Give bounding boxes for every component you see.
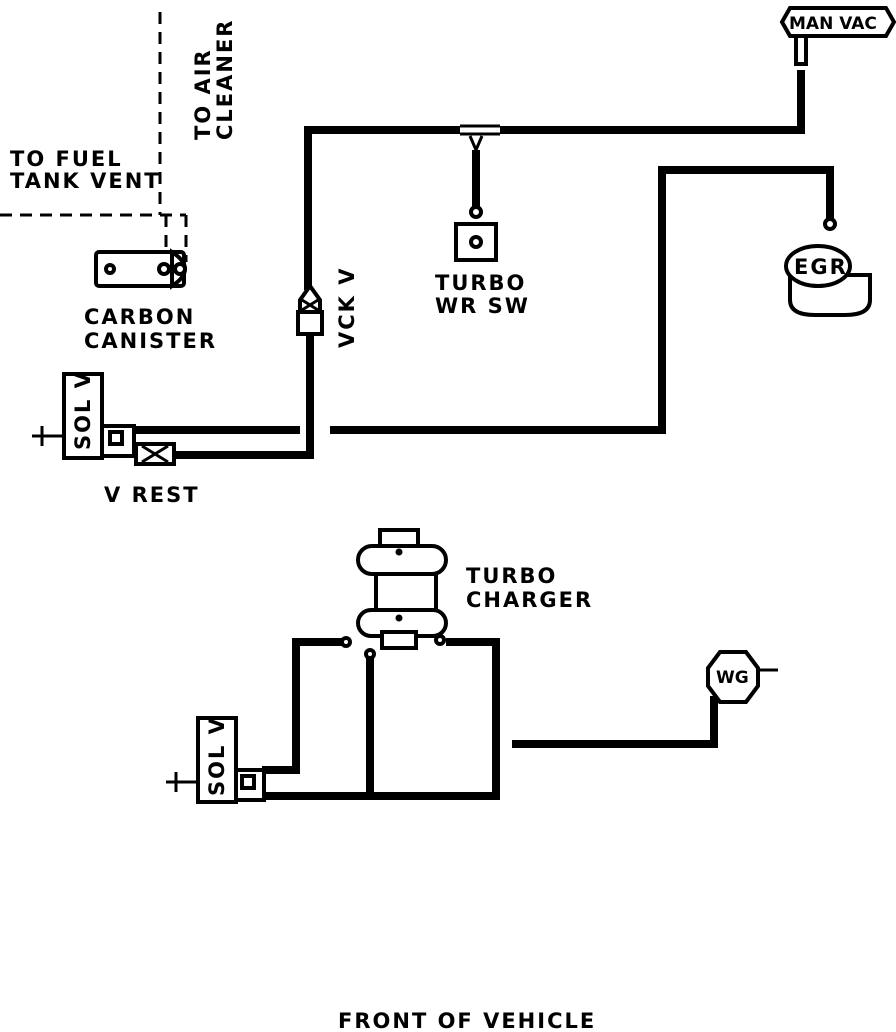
man-vac-label: MAN VAC xyxy=(789,14,877,34)
turbo-wr-switch xyxy=(454,205,498,262)
front-of-vehicle-label: FRONT OF VEHICLE xyxy=(338,1009,596,1032)
vent-lines xyxy=(0,12,188,262)
vck-v-label: VCK V xyxy=(335,266,359,348)
to-air-cleaner-label-1: TO AIR xyxy=(191,48,215,140)
turbo-charger-label-1: TURBO xyxy=(466,564,557,588)
to-air-cleaner-label-2: CLEANER xyxy=(213,19,237,140)
wastegate-actuator xyxy=(706,650,778,704)
manifold-vacuum-port xyxy=(779,6,896,66)
egr-label: EGR xyxy=(794,255,848,279)
turbo-wr-sw-label-1: TURBO xyxy=(435,271,526,295)
to-fuel-tank-vent-label-2: TANK VENT xyxy=(10,169,161,193)
carbon-canister xyxy=(94,248,187,290)
upper-hoses xyxy=(134,70,834,459)
solenoid-valve-lower xyxy=(166,716,266,804)
wg-label: WG xyxy=(716,668,749,688)
vacuum-check-valve xyxy=(296,282,324,336)
v-rest-label: V REST xyxy=(104,483,200,507)
turbo-wr-sw-label-2: WR SW xyxy=(435,294,530,318)
solenoid-valve-upper xyxy=(32,372,136,460)
carbon-canister-label-2: CANISTER xyxy=(84,329,217,353)
carbon-canister-label-1: CARBON xyxy=(84,305,195,329)
vacuum-restrictor xyxy=(134,442,176,466)
egr-valve xyxy=(784,217,872,317)
sol-v-lower-label: SOL V xyxy=(205,716,229,796)
turbocharger xyxy=(356,528,448,650)
sol-v-upper-label: SOL V xyxy=(71,370,95,450)
turbo-charger-label-2: CHARGER xyxy=(466,588,593,612)
to-fuel-tank-vent-label-1: TO FUEL xyxy=(10,147,123,171)
lower-hoses xyxy=(262,634,718,800)
